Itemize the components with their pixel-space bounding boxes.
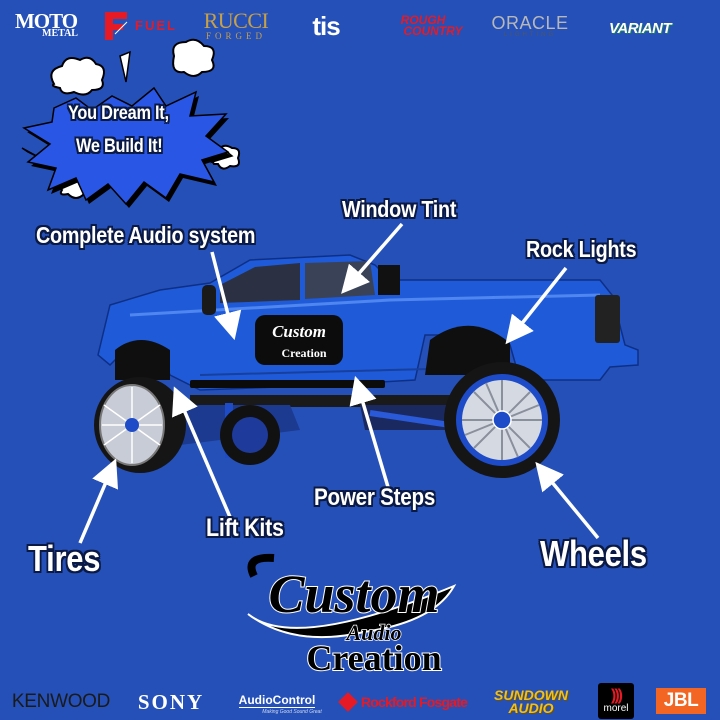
burst-shape (22, 86, 230, 206)
jbl-logo: JBL (656, 688, 706, 714)
rucci-forged-logo: RUCCI FORGED (203, 7, 269, 41)
svg-text:Custom: Custom (272, 322, 326, 341)
oracle-lighting-logo: ORACLE LIGHTING (491, 13, 569, 38)
callout-lift-kits: Lift Kits (206, 514, 284, 542)
tis-logo: tis (312, 10, 340, 41)
callout-audio: Complete Audio system (36, 222, 256, 248)
front-wheel (94, 377, 186, 473)
svg-text:Creation: Creation (281, 346, 326, 360)
callout-wheels: Wheels (540, 533, 647, 574)
svg-text:Audio: Audio (344, 620, 401, 645)
slogan-line-2: We Build It! (76, 136, 163, 157)
slogan-line-1: You Dream It, (68, 103, 169, 124)
kenwood-logo: KENWOOD (11, 691, 111, 712)
morel-waves-icon: ))) (611, 687, 623, 704)
rockford-fosgate-logo: Rockford Fosgate (334, 688, 474, 716)
moto-metal-logo: MOTO METAL (14, 9, 78, 39)
callout-rock-lights: Rock Lights (526, 236, 637, 262)
lifted-truck-illustration: Custom Creation (94, 254, 639, 478)
window-rear (305, 261, 375, 299)
rockford-diamond-icon (337, 692, 358, 712)
callout-window-tint: Window Tint (342, 196, 457, 222)
sundown-audio-logo: SUNDOWN AUDIO (494, 686, 568, 716)
svg-text:Custom: Custom (268, 564, 439, 624)
fuel-logo: FUEL (96, 8, 182, 42)
comic-burst (21, 38, 241, 208)
door-decal-logo: Custom Creation (255, 315, 343, 365)
window-front (220, 263, 300, 303)
morel-logo: ))) morel (598, 683, 634, 719)
callout-tires: Tires (28, 538, 101, 579)
custom-audio-creation-logo: Custom Audio Creation (247, 553, 457, 679)
rear-wheel (444, 362, 560, 478)
sony-logo: SONY (137, 689, 205, 714)
audiocontrol-logo: AudioControl Making Good Sound Great (238, 692, 322, 715)
svg-text:Creation: Creation (306, 638, 441, 678)
callout-power-steps: Power Steps (314, 484, 436, 511)
variant-logo: VARIANT (608, 19, 672, 37)
fuel-f-icon (105, 12, 128, 40)
rough-country-logo: ROUGH COUNTRY (400, 13, 463, 38)
